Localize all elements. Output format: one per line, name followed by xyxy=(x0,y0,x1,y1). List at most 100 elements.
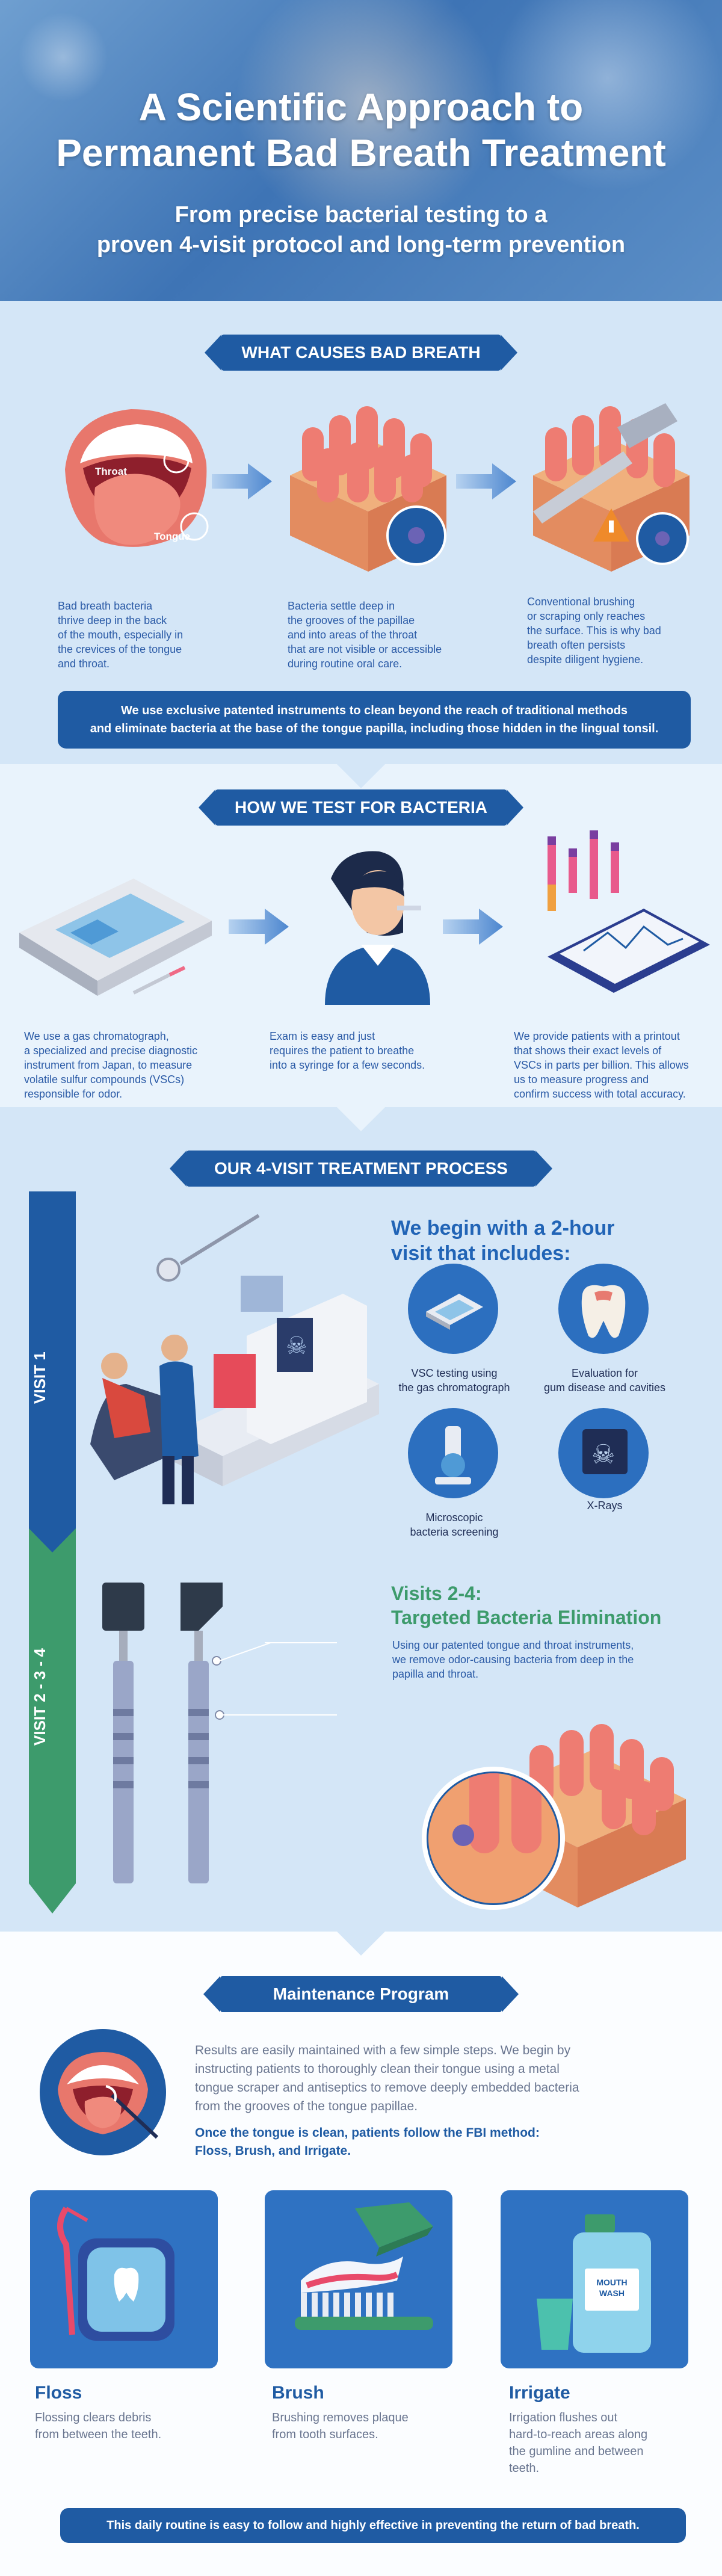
arrow-right-icon xyxy=(443,909,503,945)
throat-label: Throat xyxy=(95,466,127,477)
text-line: Exam is easy and just xyxy=(270,1030,375,1042)
scraper-illustration xyxy=(533,403,690,572)
callout-line-2: and eliminate bacteria at the base of th… xyxy=(90,722,659,735)
visit24-label: VISIT 2 - 3 - 4 xyxy=(31,1648,49,1746)
item-vsc-caption: VSC testing using the gas chromatograph xyxy=(385,1366,523,1395)
visit24-sidebar xyxy=(29,1528,76,1913)
text-line: a specialized and precise diagnostic xyxy=(24,1045,198,1057)
mouthwash-label-2: WASH xyxy=(599,2288,625,2298)
testing-text-1: We use a gas chromatograph, a specialize… xyxy=(24,1029,197,1101)
causes-heading: WHAT CAUSES BAD BREATH xyxy=(205,335,517,371)
mouthwash-label-1: MOUTH xyxy=(596,2278,628,2287)
maintenance-footer: This daily routine is easy to follow and… xyxy=(60,2508,686,2543)
chromatograph-icon xyxy=(408,1264,498,1354)
brush-text: Brushing removes plaque from tooth surfa… xyxy=(272,2409,409,2443)
causes-text-2: Bacteria settle deep in the grooves of t… xyxy=(288,599,442,671)
caption-line: bacteria screening xyxy=(410,1526,499,1538)
text-line: instrument from Japan, to measure xyxy=(24,1059,193,1071)
text-line: Brushing removes plaque xyxy=(272,2411,409,2424)
text-line: us to measure progress and xyxy=(514,1073,649,1086)
page-subtitle: From precise bacterial testing to a prov… xyxy=(0,200,722,260)
text-line: thrive deep in the back xyxy=(58,614,167,626)
text-line: Bacteria settle deep in xyxy=(288,600,395,612)
visit1-title: We begin with a 2-hour visit that includ… xyxy=(391,1215,615,1266)
tongue-throat-instruments-illustration xyxy=(102,1583,271,1883)
visit1-label: VISIT 1 xyxy=(31,1351,49,1404)
text-line: we remove odor-causing bacteria from dee… xyxy=(392,1654,634,1666)
text-line: We provide patients with a printout xyxy=(514,1030,680,1042)
text-line: Using our patented tongue and throat ins… xyxy=(392,1639,634,1651)
text-line: the grooves of the papillae xyxy=(288,614,415,626)
causes-callout: We use exclusive patented instruments to… xyxy=(58,691,691,749)
item-xray-caption: X-Rays xyxy=(535,1498,674,1513)
visit1-title-line-1: We begin with a 2-hour xyxy=(391,1217,615,1240)
text-line: VSCs in parts per billion. This allows xyxy=(514,1059,689,1071)
fbi-method-text: Once the tongue is clean, patients follo… xyxy=(195,2124,540,2160)
item-gum-caption: Evaluation for gum disease and cavities xyxy=(535,1366,674,1395)
text-line: hard-to-reach areas along xyxy=(509,2428,648,2441)
text-line: Flossing clears debris xyxy=(35,2411,152,2424)
page-title: A Scientific Approach to Permanent Bad B… xyxy=(0,84,722,176)
floss-card xyxy=(30,2190,218,2368)
text-line: volatile sulfur compounds (VSCs) xyxy=(24,1073,185,1086)
text-line: the crevices of the tongue xyxy=(58,643,182,655)
title-line-1: A Scientific Approach to xyxy=(138,85,584,129)
papillae-illustration xyxy=(290,406,446,572)
mouthwash-label: MOUTH WASH xyxy=(585,2277,639,2299)
papillae-zoom-illustration xyxy=(422,1724,686,1910)
dental-lamp-glow xyxy=(18,12,108,102)
item-microscope-caption: Microscopic bacteria screening xyxy=(385,1510,523,1539)
floss-text: Flossing clears debris from between the … xyxy=(35,2409,161,2443)
visit24-label-wrap: VISIT 2 - 3 - 4 xyxy=(31,1625,74,1769)
tongue-label: Tongue xyxy=(154,531,191,542)
arrow-right-icon xyxy=(229,909,289,945)
text-line: during routine oral care. xyxy=(288,658,403,670)
microscope-icon xyxy=(408,1408,498,1498)
text-line: that shows their exact levels of xyxy=(514,1045,662,1057)
floss-title: Floss xyxy=(35,2383,82,2403)
svg-text:☠: ☠ xyxy=(286,1333,307,1359)
text-line: confirm success with total accuracy. xyxy=(514,1088,686,1100)
section-notch xyxy=(337,1932,385,1956)
caption-line: VSC testing using xyxy=(411,1367,498,1379)
caption-line: gum disease and cavities xyxy=(543,1382,666,1394)
visits24-title-line-1: Visits 2-4: xyxy=(391,1583,482,1604)
connector-lines xyxy=(265,1642,337,1716)
caption-line: X-Rays xyxy=(587,1500,623,1512)
caption-line: Evaluation for xyxy=(571,1367,638,1379)
text-line: instructing patients to thoroughly clean… xyxy=(195,2062,560,2076)
arrow-right-icon xyxy=(212,463,272,499)
text-line: Once the tongue is clean, patients follo… xyxy=(195,2126,540,2140)
causes-text-3: Conventional brushing or scraping only r… xyxy=(527,595,661,667)
title-line-2: Permanent Bad Breath Treatment xyxy=(56,131,666,175)
text-line: that are not visible or accessible xyxy=(288,643,442,655)
svg-text:☠: ☠ xyxy=(591,1440,615,1469)
text-line: Results are easily maintained with a few… xyxy=(195,2043,571,2057)
irrigate-title: Irrigate xyxy=(509,2383,570,2403)
irrigate-text: Irrigation flushes out hard-to-reach are… xyxy=(509,2409,647,2477)
maintenance-text: Results are easily maintained with a few… xyxy=(195,2041,579,2116)
gas-chromatograph-illustration xyxy=(19,879,212,996)
visit1-title-line-2: visit that includes: xyxy=(391,1242,571,1265)
subtitle-line-1: From precise bacterial testing to a xyxy=(174,202,548,227)
caption-line: the gas chromatograph xyxy=(398,1382,510,1394)
hero-photo-face-2 xyxy=(493,0,722,193)
tongue-scraper-icon xyxy=(40,2029,166,2155)
text-line: from tooth surfaces. xyxy=(272,2428,378,2441)
maintenance-heading: Maintenance Program xyxy=(203,1976,519,2012)
callout-line-1: We use exclusive patented instruments to… xyxy=(120,704,628,717)
text-line: the surface. This is why bad xyxy=(527,625,661,637)
testing-text-2: Exam is easy and just requires the patie… xyxy=(270,1029,425,1072)
text-line: Conventional brushing xyxy=(527,596,635,608)
mouth-throat-illustration xyxy=(65,409,209,547)
text-line: Floss, Brush, and Irrigate. xyxy=(195,2144,351,2158)
brush-title: Brush xyxy=(272,2383,324,2403)
visits24-title: Visits 2-4: Targeted Bacteria Eliminatio… xyxy=(391,1581,661,1629)
vsc-printout-illustration xyxy=(548,830,710,993)
text-line: papilla and throat. xyxy=(392,1668,479,1680)
text-line: from between the teeth. xyxy=(35,2428,162,2441)
text-line: and into areas of the throat xyxy=(288,629,418,641)
section-notch xyxy=(337,764,385,788)
dental-office-illustration: ☠ xyxy=(90,1214,379,1504)
text-line: tongue scraper and antiseptics to remove… xyxy=(195,2081,579,2095)
